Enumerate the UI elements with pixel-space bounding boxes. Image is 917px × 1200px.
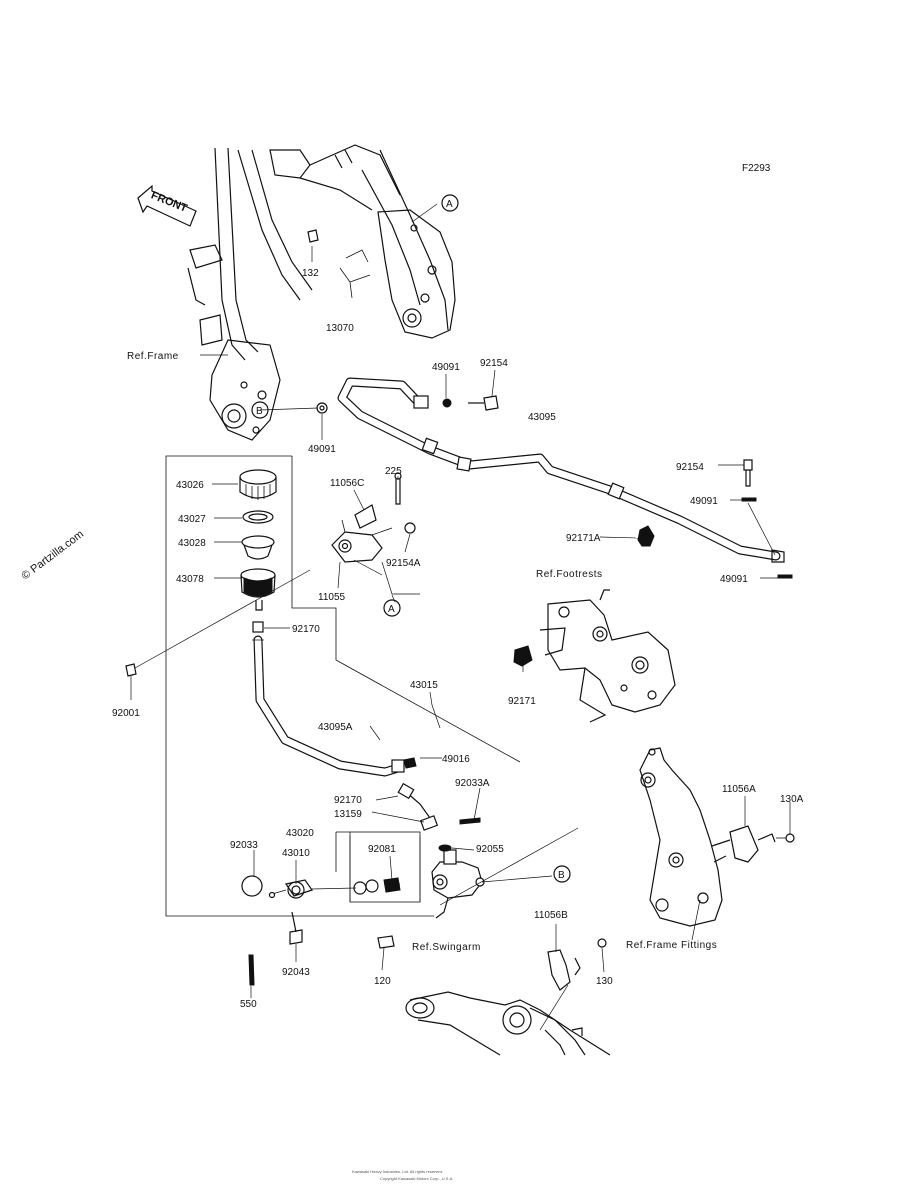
diagram-code: F2293	[742, 163, 771, 174]
part-label-92170-top: 92170	[292, 624, 320, 635]
part-label-92154-right: 92154	[676, 462, 704, 473]
master-cylinder	[241, 757, 485, 986]
part-label-130A: 130A	[780, 794, 804, 805]
fasteners	[125, 229, 499, 677]
footer-copyright-line-1: Kawasaki Heavy Industries, Ltd. All righ…	[352, 1169, 443, 1174]
callout-b-right: B	[553, 865, 571, 883]
part-label-11056C: 11056C	[330, 478, 364, 489]
frame-fittings-plate	[639, 747, 795, 927]
callout-b-left-label: B	[256, 406, 263, 417]
footer-copyright-line-2: Copyright Kawasaki Motors Corp., U.S.A.	[380, 1176, 453, 1181]
part-label-92154-top: 92154	[480, 358, 508, 369]
part-label-92081: 92081	[368, 844, 396, 855]
part-label-13159: 13159	[334, 809, 362, 820]
part-label-49091-top: 49091	[432, 362, 460, 373]
part-label-49091-right-1: 49091	[690, 496, 718, 507]
part-label-92033: 92033	[230, 840, 258, 851]
part-label-92055: 92055	[476, 844, 504, 855]
part-label-43095A: 43095A	[318, 722, 353, 733]
text-labels: F2293 © Partzilla.com Ref.Frame Ref.Foot…	[20, 163, 804, 1181]
part-label-43010: 43010	[282, 848, 310, 859]
part-label-92033A: 92033A	[455, 778, 490, 789]
hose-43095	[337, 377, 785, 563]
part-label-92043: 92043	[282, 967, 310, 978]
ref-swingarm-label: Ref.Swingarm	[412, 942, 481, 953]
part-label-11056A: 11056A	[722, 784, 756, 795]
front-arrow: FRONT	[137, 184, 197, 227]
part-label-43026: 43026	[176, 480, 204, 491]
callout-b-right-label: B	[558, 870, 565, 881]
bracket-11055-group	[331, 472, 416, 563]
clip-92171A	[637, 525, 655, 547]
part-label-92154A: 92154A	[386, 558, 421, 569]
callout-b-left: B	[251, 401, 269, 419]
reservoir-box-outline	[165, 455, 521, 917]
ref-frame-label: Ref.Frame	[127, 351, 179, 362]
part-label-43095: 43095	[528, 412, 556, 423]
part-label-43020: 43020	[286, 828, 314, 839]
swingarm-drawing	[405, 938, 611, 1056]
ref-footrests-label: Ref.Footrests	[536, 569, 603, 580]
part-label-120: 120	[374, 976, 391, 987]
part-label-11056B: 11056B	[534, 910, 568, 921]
part-label-92171: 92171	[508, 696, 536, 707]
part-label-13070: 13070	[326, 323, 354, 334]
part-label-92170-bottom: 92170	[334, 795, 362, 806]
partzilla-watermark: © Partzilla.com	[20, 528, 86, 582]
right-banjo-bolt	[741, 459, 793, 579]
reservoir-parts	[239, 469, 405, 777]
leader-lines	[130, 203, 791, 1031]
part-label-43078: 43078	[176, 574, 204, 585]
footrest-plate	[513, 589, 676, 723]
callout-a-middle: A	[383, 599, 401, 617]
callout-a-middle-label: A	[388, 604, 395, 615]
callout-a-top: A	[441, 194, 459, 212]
part-label-92001: 92001	[112, 708, 140, 719]
part-label-49016: 49016	[442, 754, 470, 765]
part-label-49091-right-2: 49091	[720, 574, 748, 585]
part-label-43015: 43015	[410, 680, 438, 691]
part-label-11055: 11055	[318, 592, 346, 603]
part-label-550: 550	[240, 999, 257, 1010]
ref-frame-fittings-label: Ref.Frame Fittings	[626, 940, 717, 951]
part-label-49091-left: 49091	[308, 444, 336, 455]
part-label-225: 225	[385, 466, 402, 477]
frame-drawing	[187, 144, 456, 441]
part-label-130: 130	[596, 976, 613, 987]
part-label-132: 132	[302, 268, 319, 279]
part-label-43027: 43027	[178, 514, 206, 525]
callout-a-top-label: A	[446, 199, 453, 210]
part-label-92171A: 92171A	[566, 533, 601, 544]
part-label-43028: 43028	[178, 538, 206, 549]
